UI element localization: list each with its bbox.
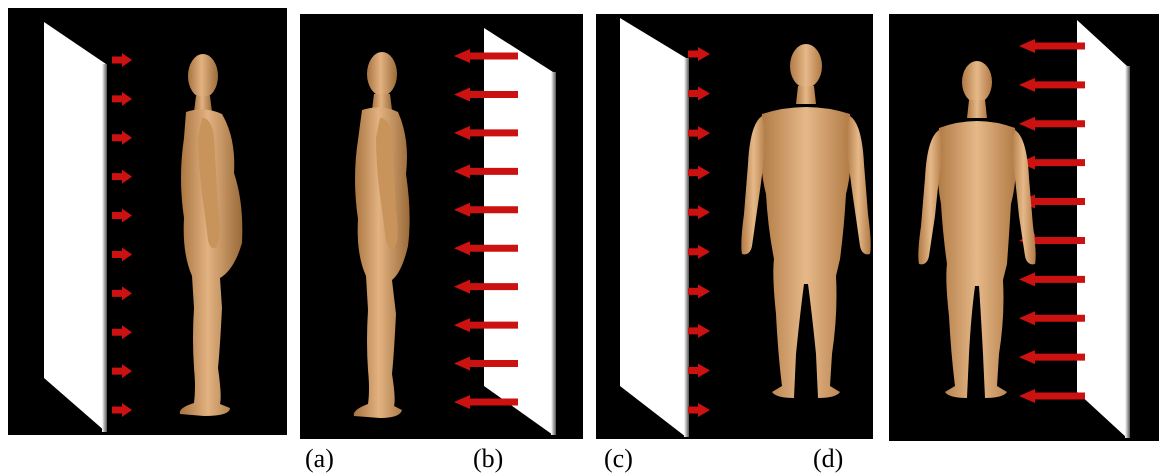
panel-d: [889, 14, 1159, 441]
caption-d: (d): [813, 445, 843, 473]
force-arrow: [112, 247, 132, 261]
plate-edge: [684, 58, 689, 437]
arrow-group: [688, 47, 710, 417]
force-arrow: [688, 324, 710, 338]
force-arrow: [112, 92, 132, 106]
force-arrow: [112, 364, 132, 378]
force-arrow: [112, 286, 132, 300]
force-arrow: [688, 284, 710, 298]
panel-a-illustration: [8, 8, 287, 435]
plate-edge: [551, 72, 556, 435]
human-figure-side-view: [354, 52, 410, 418]
force-arrow: [1019, 350, 1085, 364]
panel-c-illustration: [596, 14, 873, 439]
force-arrow: [1019, 78, 1085, 92]
panel-c: [596, 14, 873, 439]
plate: [620, 18, 686, 437]
force-arrow: [688, 47, 710, 61]
force-arrow: [1019, 272, 1085, 286]
force-arrow: [1019, 39, 1085, 53]
caption-c: (c): [604, 445, 633, 473]
panel-d-illustration: [889, 14, 1159, 441]
force-arrow: [112, 131, 132, 145]
force-arrow: [112, 209, 132, 223]
human-figure-side-view: [180, 54, 243, 416]
force-arrow: [688, 205, 710, 219]
force-arrow: [688, 363, 710, 377]
force-arrow: [688, 126, 710, 140]
human-figure-front-view: [741, 44, 870, 398]
caption-a: (a): [305, 445, 334, 473]
force-arrow: [1019, 389, 1085, 403]
caption-b: (b): [473, 445, 503, 473]
force-arrow: [1019, 117, 1085, 131]
human-figure-front-view: [918, 61, 1035, 398]
force-arrow: [688, 87, 710, 101]
force-arrow: [688, 166, 710, 180]
panel-b: [300, 14, 583, 439]
plate-edge: [102, 64, 107, 432]
force-arrow: [688, 245, 710, 259]
plate: [484, 28, 553, 435]
plate: [44, 22, 106, 432]
arrow-group: [112, 53, 132, 417]
force-arrow: [112, 325, 132, 339]
force-arrow: [112, 170, 132, 184]
panel-a: [8, 8, 287, 435]
force-arrow: [112, 53, 132, 67]
panel-b-illustration: [300, 14, 583, 439]
force-arrow: [1019, 311, 1085, 325]
plate-edge: [1125, 66, 1130, 438]
force-arrow: [1019, 156, 1085, 170]
force-arrow: [112, 403, 132, 417]
force-arrow: [688, 403, 710, 417]
